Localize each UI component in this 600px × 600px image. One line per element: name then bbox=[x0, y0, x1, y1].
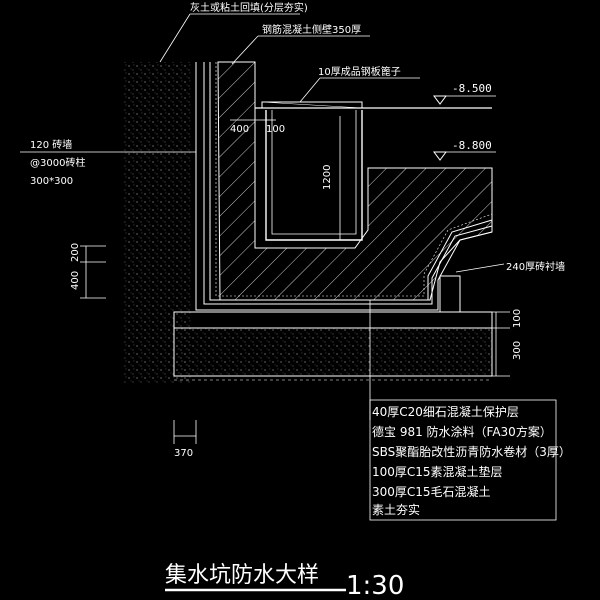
concrete-fill-top bbox=[255, 108, 492, 168]
rc-wall-section bbox=[217, 61, 493, 301]
layer-3: 100厚C15素混凝土垫层 bbox=[372, 464, 503, 479]
layer-1: 德宝 981 防水涂料（FA30方案） bbox=[372, 424, 552, 439]
label-lining-wall: 240厚砖衬墙 bbox=[506, 260, 565, 273]
layer-4: 300厚C15毛石混凝土 bbox=[372, 484, 491, 499]
drawing-title: 集水坑防水大样 bbox=[165, 563, 319, 588]
label-brick-wall-1: 120 砖墙 bbox=[30, 138, 72, 151]
rubble-concrete bbox=[173, 327, 493, 377]
drawing-scale: 1:30 bbox=[346, 571, 404, 600]
dim-200: 200 bbox=[70, 243, 81, 262]
dim-1200: 1200 bbox=[322, 165, 333, 190]
dim-400-top: 400 bbox=[230, 124, 249, 135]
waterproof-layer-mid bbox=[203, 62, 493, 305]
layers-table bbox=[369, 399, 557, 521]
label-rc-wall: 钢筋混凝土侧壁350厚 bbox=[262, 23, 361, 36]
elevation-top: -8.500 bbox=[452, 82, 492, 95]
label-backfill: 灰土或粘土回填(分层夯实) bbox=[190, 1, 308, 14]
dim-100-top: 100 bbox=[266, 124, 285, 135]
label-grate: 10厚成品钢板篦子 bbox=[318, 65, 401, 78]
label-brick-wall-3: 300*300 bbox=[30, 176, 73, 187]
layer-2: SBS聚酯胎改性沥青防水卷材（3厚） bbox=[372, 444, 571, 459]
waterproof-layer-inner bbox=[209, 62, 493, 301]
dim-370: 370 bbox=[174, 448, 193, 459]
brick-lining-wall bbox=[439, 275, 461, 313]
layer-0: 40厚C20细石混凝土保护层 bbox=[372, 404, 519, 419]
steel-grate bbox=[261, 101, 363, 109]
layer-5: 素土夯实 bbox=[372, 502, 420, 517]
dim-400-left: 400 bbox=[70, 271, 81, 290]
label-brick-wall-2: @3000砖柱 bbox=[30, 156, 85, 169]
c15-cushion bbox=[173, 311, 493, 329]
dim-100-right: 100 bbox=[512, 309, 523, 328]
sump-pit bbox=[265, 110, 363, 241]
elevation-lower: -8.800 bbox=[452, 139, 492, 152]
dim-300-right: 300 bbox=[512, 341, 523, 360]
waterproof-layer-outer bbox=[195, 62, 493, 311]
